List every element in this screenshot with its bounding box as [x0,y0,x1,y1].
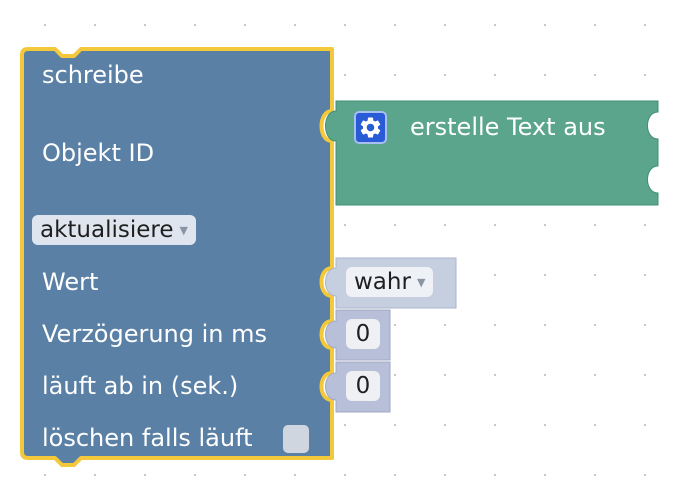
delay-label: Verzögerung in ms [42,320,268,348]
expire-number-field[interactable]: 0 [346,371,380,401]
clear-running-label: löschen falls läuft [42,424,253,452]
dropdown-arrow-icon: ▼ [416,276,426,289]
write-block-title: schreibe [42,61,144,89]
dropdown-arrow-icon: ▼ [179,224,188,237]
gear-icon [360,117,381,138]
mode-dropdown-value: aktualisiere [40,217,174,243]
mode-dropdown[interactable]: aktualisiere ▼ [32,215,196,245]
boolean-dropdown[interactable]: wahr ▼ [346,267,434,297]
clear-running-checkbox[interactable] [283,425,309,453]
value-label: Wert [42,268,99,296]
boolean-dropdown-value: wahr [354,269,411,295]
expire-label: läuft ab in (sek.) [42,372,239,400]
text-join-label: erstelle Text aus [410,113,606,141]
delay-number-field[interactable]: 0 [346,319,380,349]
object-id-label: Objekt ID [42,139,155,167]
mutator-button[interactable] [354,111,387,144]
